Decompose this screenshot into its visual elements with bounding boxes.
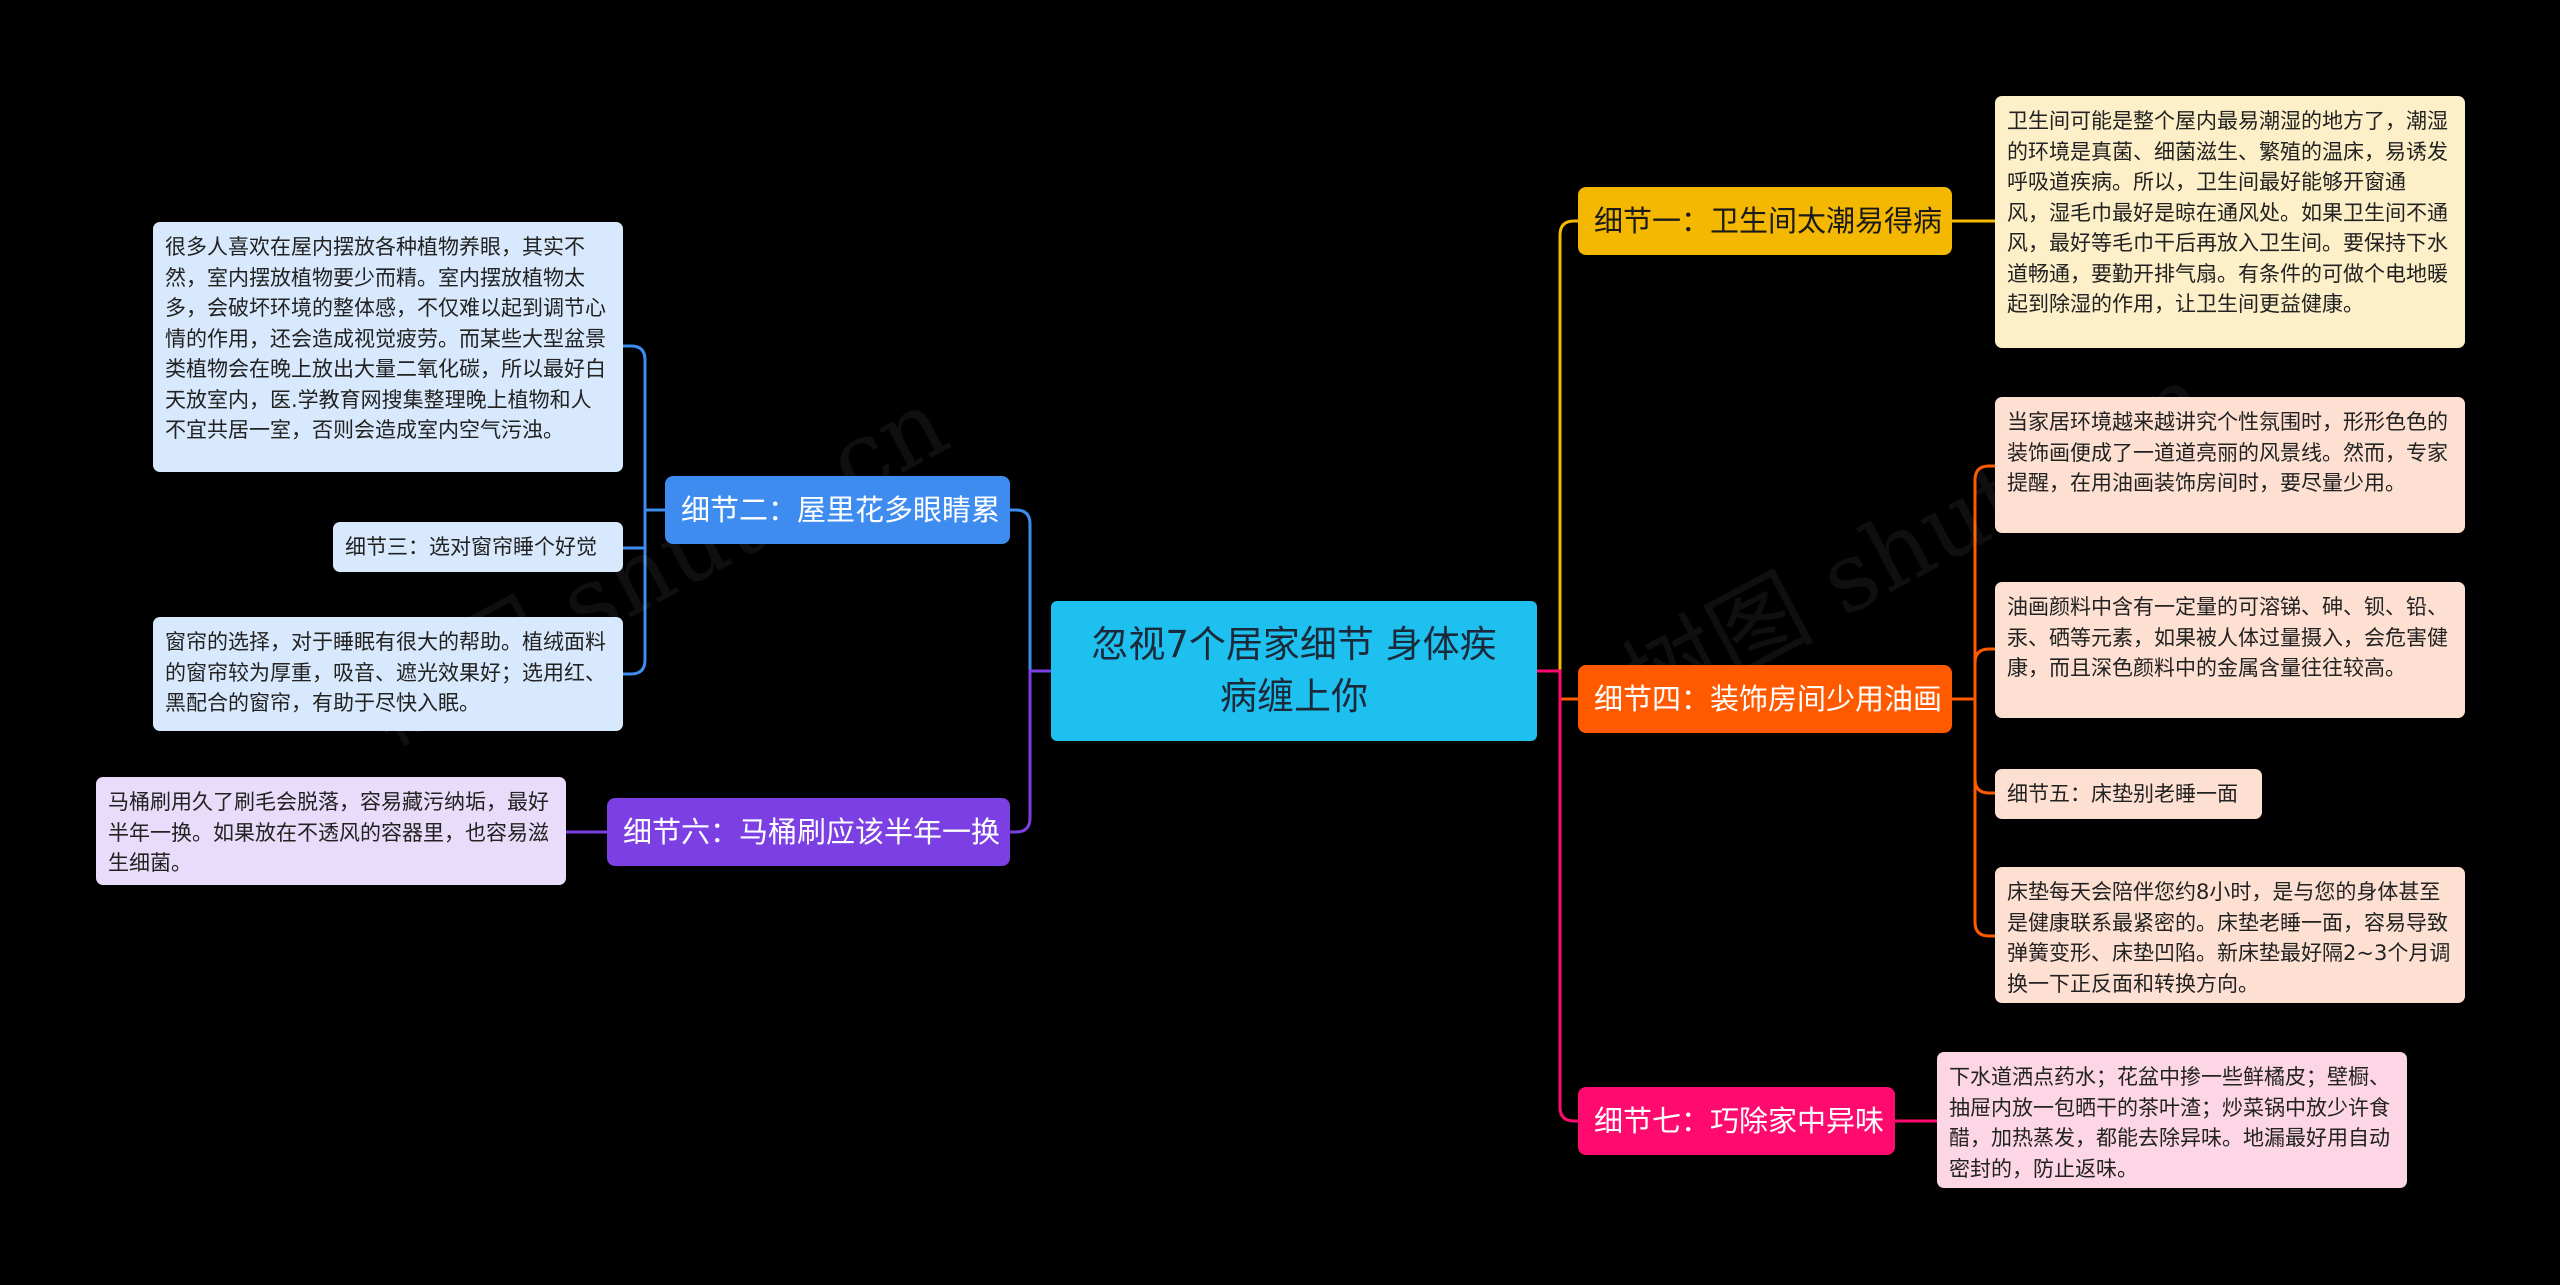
link-b2-leaf-c bbox=[623, 508, 665, 676]
branch-detail-7[interactable]: 细节七：巧除家中异味 bbox=[1578, 1087, 1895, 1155]
link-center-b2 bbox=[1010, 508, 1051, 673]
leaf-detail-4-intro[interactable]: 当家居环境越来越讲究个性氛围时，形形色色的装饰画便成了一道道亮丽的风景线。然而，… bbox=[1995, 397, 2465, 533]
link-b4-leaf-a bbox=[1952, 464, 1995, 701]
link-b4-leaf-b bbox=[1952, 647, 1995, 701]
branch-detail-6[interactable]: 细节六：马桶刷应该半年一换 bbox=[607, 798, 1010, 866]
branch-detail-4[interactable]: 细节四：装饰房间少用油画 bbox=[1578, 665, 1952, 733]
leaf-detail-1-text[interactable]: 卫生间可能是整个屋内最易潮湿的地方了，潮湿的环境是真菌、细菌滋生、繁殖的温床，易… bbox=[1995, 96, 2465, 348]
leaf-detail-3-text[interactable]: 窗帘的选择，对于睡眠有很大的帮助。植绒面料的窗帘较为厚重，吸音、遮光效果好；选用… bbox=[153, 617, 623, 731]
link-b4-leaf-d bbox=[1952, 697, 1995, 938]
central-topic[interactable]: 忽视7个居家细节 身体疾病缠上你 bbox=[1051, 601, 1537, 741]
link-b2-leaf-a bbox=[623, 344, 665, 512]
branch-detail-1[interactable]: 细节一：卫生间太潮易得病 bbox=[1578, 187, 1952, 255]
link-center-b4 bbox=[1537, 669, 1578, 701]
leaf-detail-3-title[interactable]: 细节三：选对窗帘睡个好觉 bbox=[333, 522, 623, 572]
central-topic-title: 忽视7个居家细节 身体疾病缠上你 bbox=[1091, 623, 1497, 718]
link-center-b1 bbox=[1537, 219, 1578, 673]
leaf-detail-4-paint[interactable]: 油画颜料中含有一定量的可溶锑、砷、钡、铅、汞、硒等元素，如果被人体过量摄入，会危… bbox=[1995, 582, 2465, 718]
leaf-detail-6-text[interactable]: 马桶刷用久了刷毛会脱落，容易藏污纳垢，最好半年一换。如果放在不透风的容器里，也容… bbox=[96, 777, 566, 885]
leaf-detail-7-text[interactable]: 下水道洒点药水；花盆中掺一些鲜橘皮；壁橱、抽屉内放一包晒干的茶叶渣；炒菜锅中放少… bbox=[1937, 1052, 2407, 1188]
leaf-detail-2-text[interactable]: 很多人喜欢在屋内摆放各种植物养眼，其实不然，室内摆放植物要少而精。室内摆放植物太… bbox=[153, 222, 623, 472]
link-center-b6 bbox=[1010, 669, 1051, 834]
link-center-b7 bbox=[1537, 669, 1578, 1123]
leaf-detail-5-title[interactable]: 细节五：床垫别老睡一面 bbox=[1995, 769, 2262, 819]
branch-detail-2[interactable]: 细节二：屋里花多眼睛累 bbox=[665, 476, 1010, 544]
leaf-detail-5-text[interactable]: 床垫每天会陪伴您约8小时，是与您的身体甚至是健康联系最紧密的。床垫老睡一面，容易… bbox=[1995, 867, 2465, 1003]
